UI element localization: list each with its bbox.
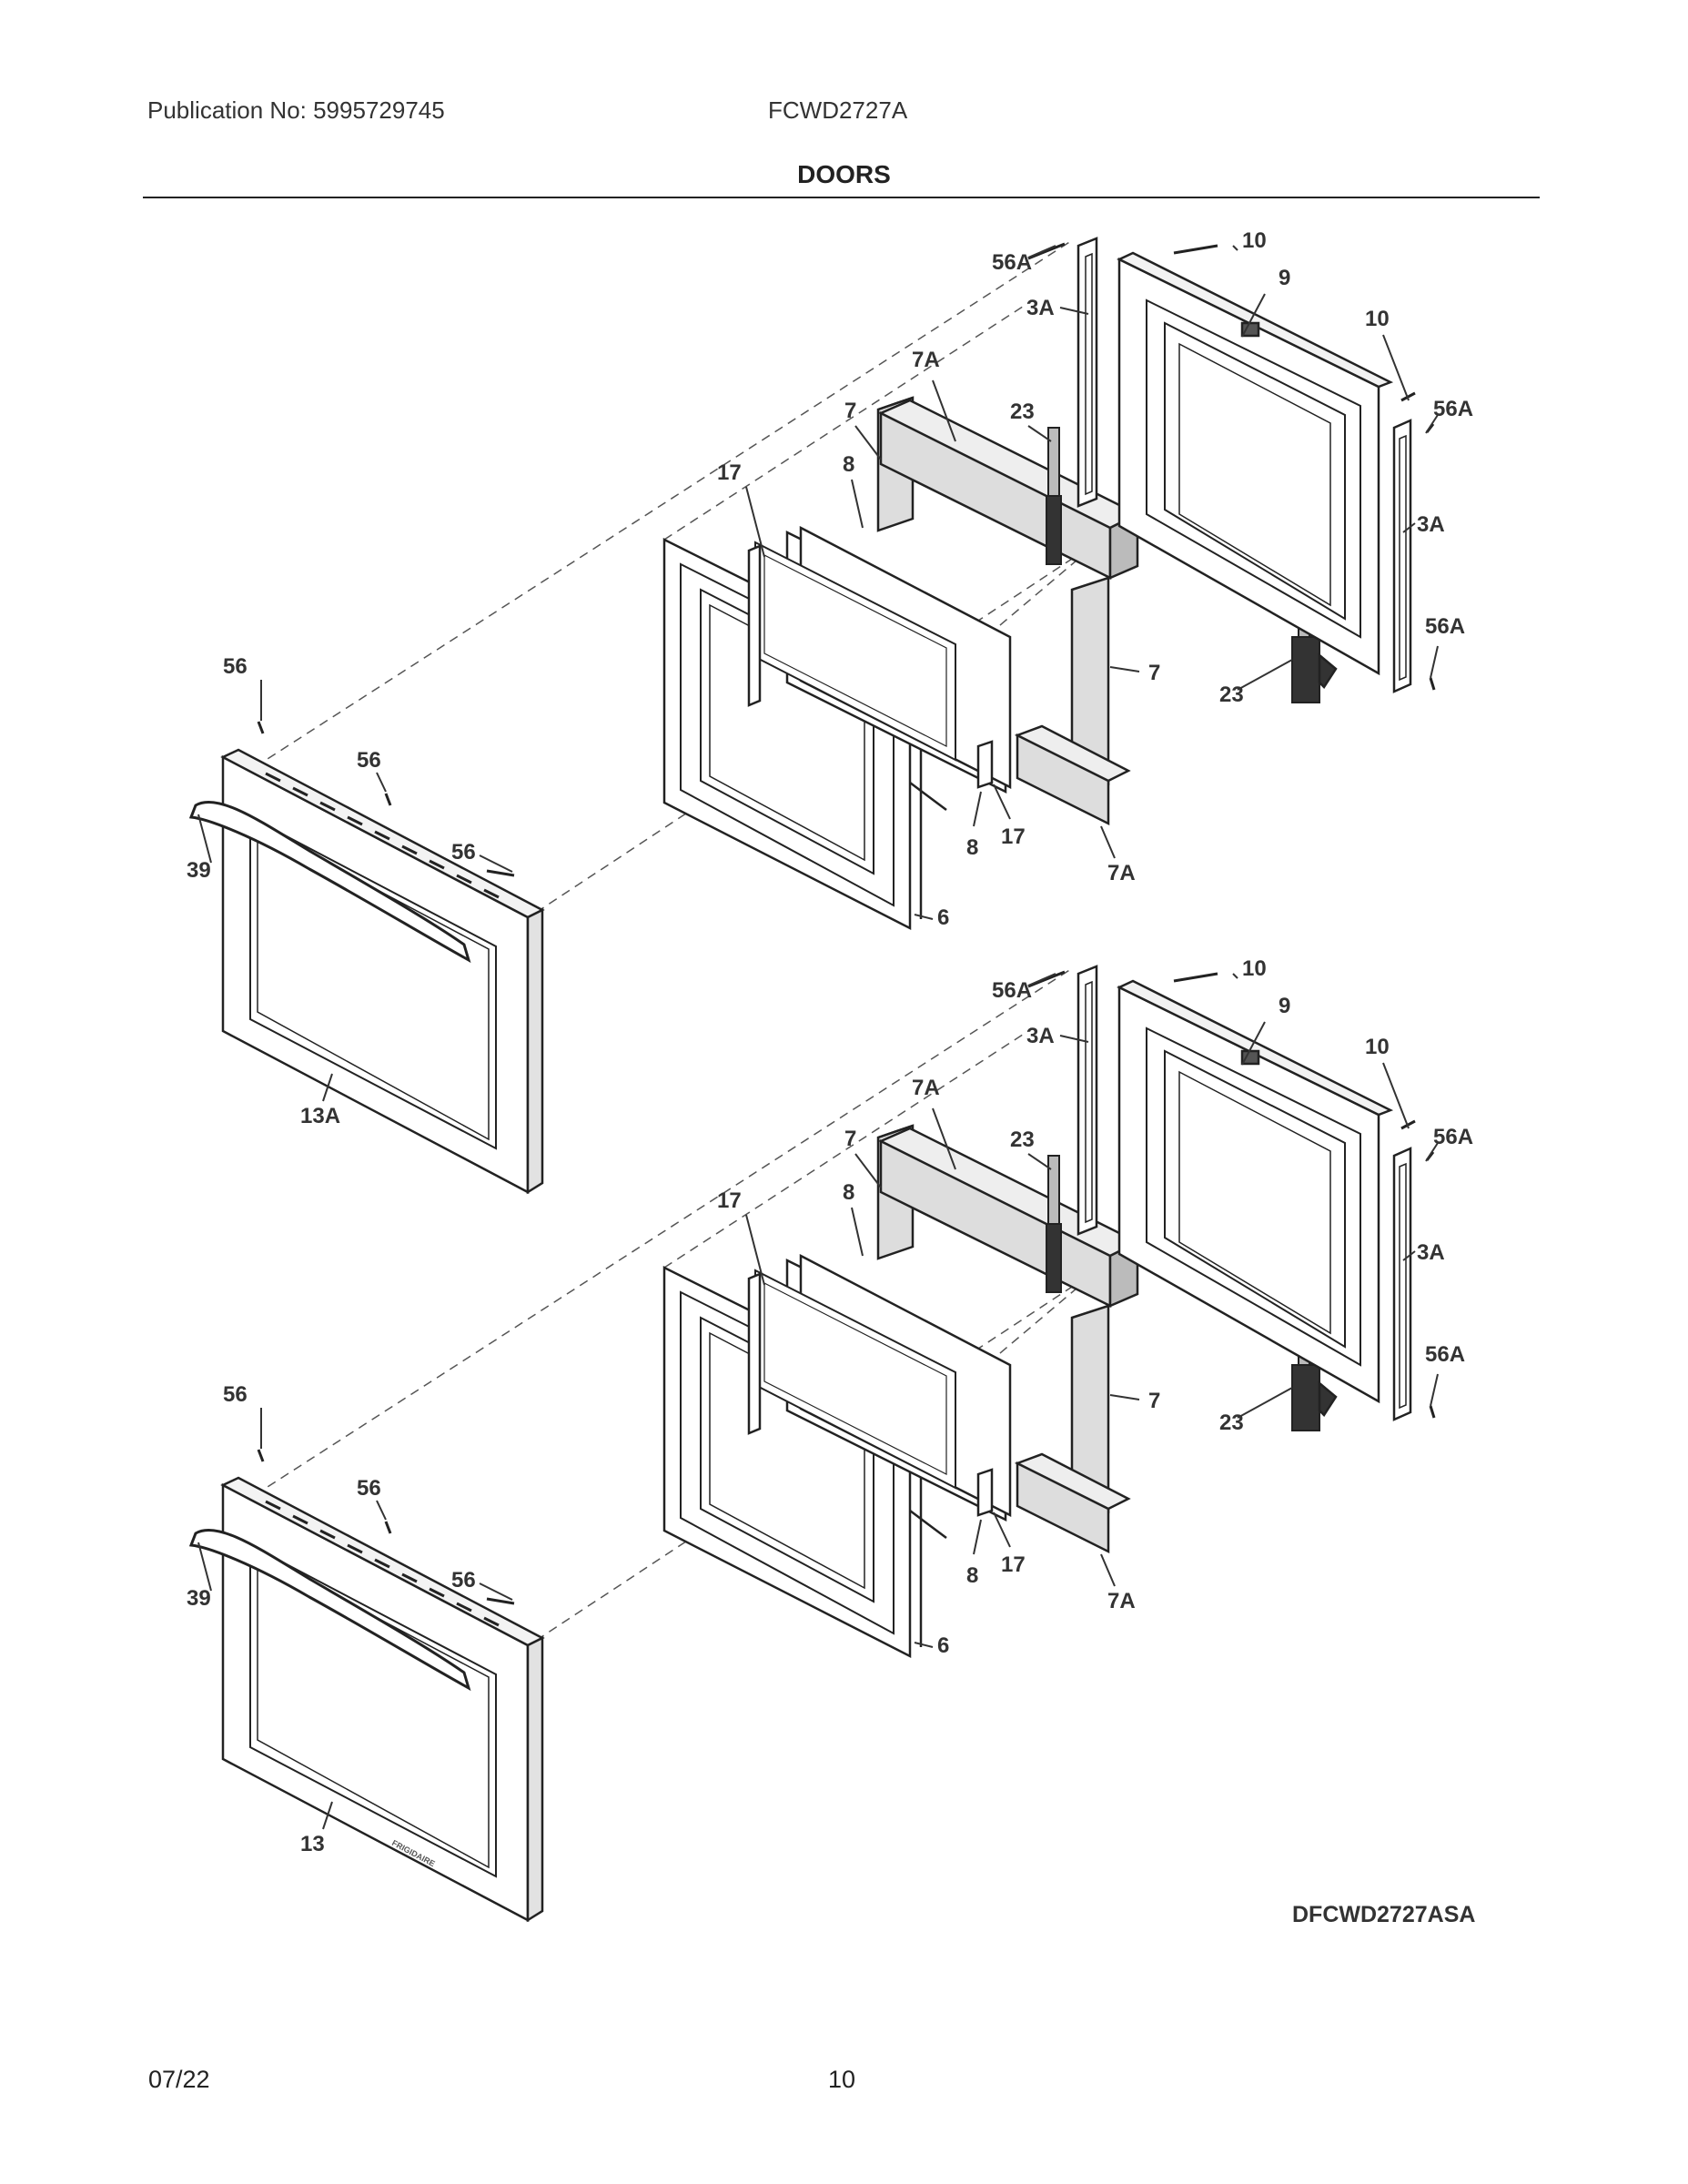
callout-56-bottom-b: 56 bbox=[357, 1476, 381, 1501]
callout-23-top-lower: 23 bbox=[1219, 682, 1244, 707]
model-number: FCWD2727A bbox=[768, 96, 908, 124]
callout-39-top: 39 bbox=[187, 858, 211, 883]
callout-8-bottom-lower: 8 bbox=[966, 1563, 978, 1588]
callout-23-bottom-lower: 23 bbox=[1219, 1410, 1244, 1435]
callout-17-bottom-lower: 17 bbox=[1001, 1552, 1026, 1577]
callout-9-bottom: 9 bbox=[1279, 994, 1290, 1018]
callout-39-bottom: 39 bbox=[187, 1586, 211, 1611]
callout-8-bottom: 8 bbox=[843, 1180, 854, 1205]
callout-23-top: 23 bbox=[1010, 399, 1035, 424]
callout-56a-bottom-right: 56A bbox=[1433, 1125, 1473, 1149]
callout-9-top: 9 bbox=[1279, 266, 1290, 290]
callout-56-top-b: 56 bbox=[357, 748, 381, 773]
callout-3a-top-right: 3A bbox=[1417, 512, 1445, 537]
callout-56a-top-left: 56A bbox=[992, 250, 1032, 275]
callout-23-bottom: 23 bbox=[1010, 1127, 1035, 1152]
callout-7a-top-lower: 7A bbox=[1107, 861, 1136, 885]
publication-number: Publication No: 5995729745 bbox=[147, 96, 445, 124]
callout-56-bottom-a: 56 bbox=[223, 1382, 248, 1407]
callout-6-bottom: 6 bbox=[937, 1633, 949, 1658]
upper-door-assembly: 56A 10 9 3A 10 56A 7A 7 23 17 8 3A 56A 7… bbox=[187, 228, 1473, 1194]
callout-3a-bottom-right: 3A bbox=[1417, 1240, 1445, 1265]
callout-7a-bottom-lower: 7A bbox=[1107, 1589, 1136, 1613]
callout-10-bottom-right: 10 bbox=[1365, 1035, 1390, 1059]
section-title: DOORS bbox=[797, 160, 891, 188]
callout-13a-top: 13A bbox=[300, 1104, 340, 1128]
callout-10-top: 10 bbox=[1242, 228, 1267, 253]
callout-10-top-right: 10 bbox=[1365, 307, 1390, 331]
callout-8-top-lower: 8 bbox=[966, 835, 978, 860]
callout-6-top: 6 bbox=[937, 905, 949, 930]
callout-56-bottom-c: 56 bbox=[451, 1568, 476, 1592]
callout-13-bottom: 13 bbox=[300, 1832, 325, 1856]
header-rule bbox=[143, 197, 1540, 198]
callout-17-top: 17 bbox=[717, 460, 742, 485]
page-number: 10 bbox=[828, 2066, 856, 2093]
callout-7a-bottom: 7A bbox=[912, 1076, 940, 1100]
callout-7-bottom: 7 bbox=[844, 1127, 856, 1151]
callout-17-top-lower: 17 bbox=[1001, 824, 1026, 849]
callout-7-bottom-lower: 7 bbox=[1148, 1389, 1160, 1413]
footer-date: 07/22 bbox=[148, 2066, 210, 2093]
callout-8-top: 8 bbox=[843, 452, 854, 477]
callout-56a-bottom-lower: 56A bbox=[1425, 1342, 1465, 1367]
callout-10-bottom: 10 bbox=[1242, 956, 1267, 981]
callout-17-bottom: 17 bbox=[717, 1188, 742, 1213]
callout-7-top-lower: 7 bbox=[1148, 661, 1160, 685]
callout-7-top: 7 bbox=[844, 399, 856, 423]
callout-56a-top-lower: 56A bbox=[1425, 614, 1465, 639]
callout-3a-bottom-left: 3A bbox=[1026, 1024, 1055, 1048]
callout-7a-top: 7A bbox=[912, 348, 940, 372]
callout-56a-bottom-left: 56A bbox=[992, 978, 1032, 1003]
callout-56a-top-right: 56A bbox=[1433, 397, 1473, 421]
callout-56-top-c: 56 bbox=[451, 840, 476, 864]
callout-3a-top-left: 3A bbox=[1026, 296, 1055, 320]
callout-56-top-a: 56 bbox=[223, 654, 248, 679]
diagram-code: DFCWD2727ASA bbox=[1292, 1902, 1476, 1927]
